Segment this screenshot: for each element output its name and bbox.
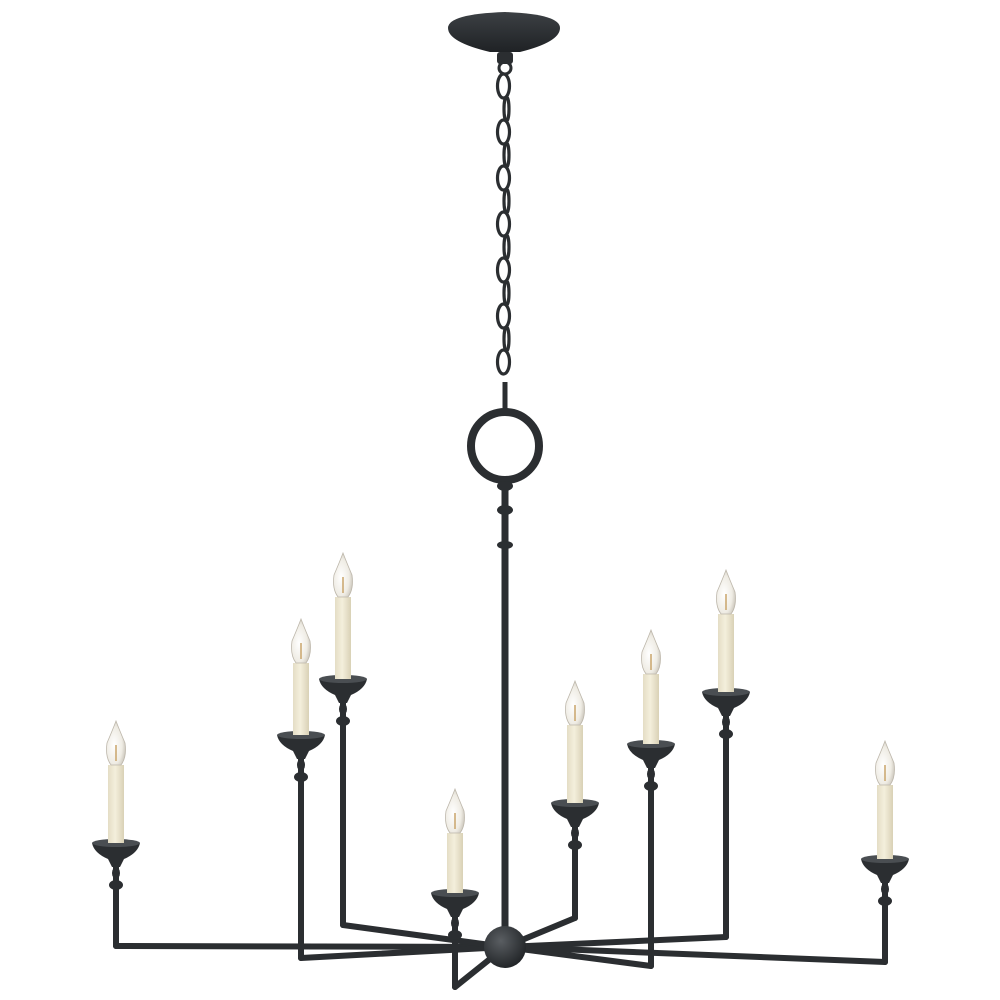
chain-link bbox=[502, 95, 511, 123]
arm-horizontal bbox=[298, 944, 508, 961]
bobeche-cup bbox=[551, 803, 599, 827]
stem-knob bbox=[451, 917, 459, 929]
central-hub bbox=[484, 926, 526, 968]
bobeche-cup bbox=[277, 735, 325, 759]
hanging-chain bbox=[495, 72, 512, 376]
flame-bulb bbox=[445, 787, 465, 834]
stem-knob bbox=[339, 703, 347, 715]
flame-bulb bbox=[875, 739, 895, 786]
candle-sleeve bbox=[447, 833, 463, 893]
chain-link bbox=[495, 302, 512, 330]
bobeche-cup bbox=[319, 679, 367, 703]
flame-bulb bbox=[106, 719, 126, 766]
chain-link bbox=[502, 141, 511, 169]
arm-horizontal bbox=[113, 943, 508, 950]
candle-6 bbox=[627, 628, 675, 768]
stem-knob bbox=[336, 716, 350, 726]
chain-link bbox=[495, 118, 512, 146]
candle-sleeve bbox=[718, 614, 734, 692]
chandelier-arms bbox=[109, 690, 892, 990]
stem-knob bbox=[644, 781, 658, 791]
stem-knob bbox=[109, 880, 123, 890]
candle-sleeve bbox=[643, 674, 659, 744]
arm-horizontal bbox=[502, 934, 729, 950]
arm-horizontal bbox=[502, 944, 888, 965]
candle-sleeve bbox=[335, 597, 351, 679]
bobeche-cup bbox=[92, 843, 140, 867]
flame-bulb bbox=[333, 551, 353, 598]
arm-horizontal bbox=[340, 922, 508, 950]
bobeche-cup bbox=[627, 744, 675, 768]
stem-knob bbox=[722, 716, 730, 728]
candle-5 bbox=[551, 679, 599, 827]
stem-knob bbox=[294, 772, 308, 782]
flame-bulb bbox=[565, 679, 585, 726]
candle-7 bbox=[702, 568, 750, 716]
candle-3 bbox=[319, 551, 367, 703]
stem-knob bbox=[568, 840, 582, 850]
candle-sleeve bbox=[877, 785, 893, 859]
chain-link bbox=[495, 256, 512, 284]
stem-knob bbox=[881, 883, 889, 895]
stem-knob bbox=[719, 729, 733, 739]
chain-link bbox=[502, 279, 511, 307]
candle-group bbox=[92, 551, 909, 917]
candle-sleeve bbox=[567, 725, 583, 803]
stem-knob bbox=[878, 896, 892, 906]
stem-knob bbox=[448, 930, 462, 940]
ceiling-canopy bbox=[448, 12, 560, 76]
chain-link bbox=[495, 72, 512, 100]
candle-1 bbox=[92, 719, 140, 867]
flame-bulb bbox=[291, 617, 311, 664]
center-ring bbox=[467, 382, 543, 484]
chain-link bbox=[502, 187, 511, 215]
chain-link bbox=[495, 164, 512, 192]
stem-knob bbox=[297, 759, 305, 771]
bobeche-cup bbox=[431, 893, 479, 917]
center-stem bbox=[497, 480, 513, 935]
candle-sleeve bbox=[108, 765, 124, 843]
candle-8 bbox=[861, 739, 909, 883]
bobeche-cup bbox=[861, 859, 909, 883]
candle-4 bbox=[431, 787, 479, 917]
candle-sleeve bbox=[293, 663, 309, 735]
stem-knob bbox=[571, 827, 579, 839]
candle-2 bbox=[277, 617, 325, 759]
flame-bulb bbox=[641, 628, 661, 675]
flame-bulb bbox=[716, 568, 736, 615]
bobeche-cup bbox=[702, 692, 750, 716]
chain-link bbox=[502, 325, 511, 353]
chain-link bbox=[502, 233, 511, 261]
chain-link bbox=[495, 210, 512, 238]
chain-link bbox=[495, 348, 512, 376]
stem-knob bbox=[647, 768, 655, 780]
stem-knob bbox=[112, 867, 120, 879]
